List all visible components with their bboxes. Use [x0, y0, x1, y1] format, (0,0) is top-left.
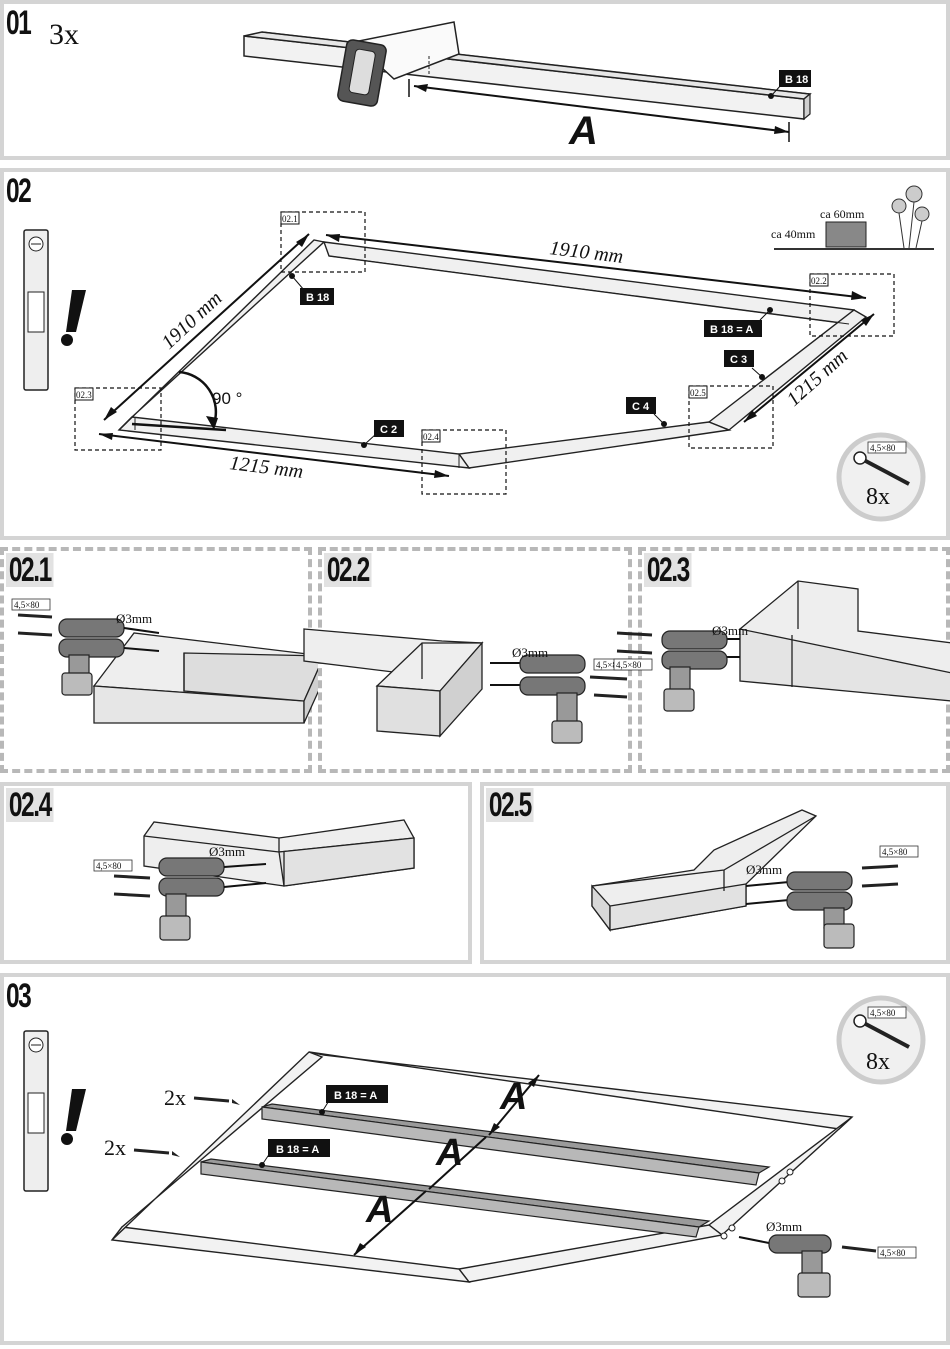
dim-a-top: A	[499, 1076, 527, 1118]
quantity-label: 3x	[49, 18, 79, 51]
step-021-illustration: 4,5×80 Ø3mm	[11, 598, 325, 724]
part-label-2: B 18 = A	[276, 1144, 319, 1156]
warning-icon	[66, 1089, 86, 1131]
step-024-illustration: 4,5×80 Ø3mm	[93, 819, 415, 941]
step-01-panel: 01 3x A B 18	[0, 0, 950, 160]
step-03-illustration: A A A B 18 = A B 18 = A 2x 2x Ø3mm	[23, 995, 926, 1298]
detail-box-022	[809, 273, 895, 337]
drill-size: Ø3mm	[766, 1219, 802, 1234]
screw-icon	[193, 1096, 230, 1103]
qty-bottom: 2x	[104, 1135, 126, 1160]
step-number: 02.4	[6, 788, 54, 822]
step-03-panel: 03 A A A B 18 =	[0, 973, 950, 1345]
screw-size: 4,5×80	[596, 660, 622, 670]
screw-icon	[133, 1148, 170, 1155]
drill-icon	[58, 618, 160, 696]
step-number: 02.5	[486, 788, 534, 822]
drill-icon	[661, 630, 740, 712]
screw-size: 4,5×80	[870, 443, 896, 453]
ground-height: ca 60mm	[820, 207, 865, 221]
detail-tag: 02.1	[282, 214, 298, 224]
screw-size: 4,5×80	[880, 1248, 906, 1258]
warning-icon	[66, 290, 86, 332]
part-c3: C 3	[730, 354, 747, 366]
step-021-panel: 02.1 4,5×80 Ø3mm	[0, 547, 325, 773]
screw-size: 4,5×80	[616, 660, 642, 670]
angle-label: 90 °	[212, 389, 242, 408]
drill-icon	[738, 1234, 832, 1298]
detail-box-023	[74, 387, 162, 451]
step-025-panel: 02.5 4,5×80 Ø3mm	[480, 782, 950, 964]
detail-box-025	[688, 385, 774, 449]
screw-icon	[859, 456, 910, 486]
step-01-illustration: 3x A B 18	[49, 18, 812, 153]
drill-size: Ø3mm	[512, 645, 548, 660]
screw-size: 4,5×80	[870, 1008, 896, 1018]
detail-tag: 02.5	[690, 388, 706, 398]
step-number: 01	[6, 4, 32, 42]
beam-top	[243, 35, 805, 120]
flower-icon	[891, 185, 930, 249]
dim-left: 1910 mm	[157, 287, 226, 353]
screw-count: 8x	[866, 1049, 890, 1075]
drill-size: Ø3mm	[209, 844, 245, 859]
screw-size: 4,5×80	[14, 600, 40, 610]
dim-a-bottom: A	[365, 1189, 393, 1231]
step-number: 03	[6, 977, 32, 1015]
detail-box-024	[421, 429, 507, 495]
step-number: 02.1	[6, 553, 54, 587]
screw-icon	[616, 631, 653, 655]
drill-size: Ø3mm	[116, 611, 152, 626]
step-number: 02.3	[644, 553, 692, 587]
step-02-illustration: 1910 mm 1910 mm 1215 mm 1215 mm 90 ° B 1…	[23, 185, 934, 522]
drill-icon	[745, 871, 855, 949]
screw-size: 4,5×80	[882, 847, 908, 857]
detail-box-021	[280, 211, 366, 273]
qty-top: 2x	[164, 1085, 186, 1110]
drill-size: Ø3mm	[712, 623, 748, 638]
dimension-a: A	[568, 109, 598, 153]
step-number: 02.2	[324, 553, 372, 587]
dim-a-middle: A	[435, 1132, 463, 1174]
detail-tag: 02.2	[811, 276, 827, 286]
dim-top: 1910 mm	[548, 237, 624, 268]
screw-icon	[113, 874, 151, 898]
part-b18: B 18	[306, 292, 329, 304]
screw-icon	[859, 1019, 910, 1049]
step-number: 02	[6, 172, 32, 210]
frame-outline	[110, 1051, 854, 1283]
part-label-1: B 18 = A	[334, 1090, 377, 1102]
part-label: B 18	[785, 74, 808, 86]
part-c4: C 4	[632, 401, 650, 413]
detail-tag: 02.3	[76, 390, 92, 400]
screw-icon	[861, 864, 899, 888]
detail-tag: 02.4	[423, 432, 439, 442]
frame-outline	[117, 239, 868, 469]
drill-icon	[158, 857, 267, 941]
step-022-illustration: 4,5×80 Ø3mm	[303, 628, 633, 744]
part-c2: C 2	[380, 424, 397, 436]
beam-section-icon	[825, 221, 867, 248]
screw-icon	[589, 675, 628, 699]
screw-icon	[17, 613, 53, 637]
step-024-panel: 02.4 4,5×80 Ø3mm	[0, 782, 472, 964]
step-02-panel: 02 1910 mm 1910 mm	[0, 168, 950, 540]
step-023-illustration: 4,5×80 Ø3mm	[613, 580, 950, 712]
screw-count: 8x	[866, 484, 890, 510]
screw-size: 4,5×80	[96, 861, 122, 871]
drill-size: Ø3mm	[746, 862, 782, 877]
screw-icon	[841, 1245, 877, 1253]
part-b18a: B 18 = A	[710, 324, 753, 336]
drill-icon	[490, 654, 586, 744]
ground-width: ca 40mm	[771, 227, 816, 241]
step-025-illustration: 4,5×80 Ø3mm	[591, 809, 919, 949]
step-022-panel: 02.2 4,5×80 Ø3mm	[303, 547, 633, 773]
step-023-panel: 02.3 4,5×80 Ø3mm	[613, 547, 950, 773]
part-label-box	[779, 70, 811, 87]
